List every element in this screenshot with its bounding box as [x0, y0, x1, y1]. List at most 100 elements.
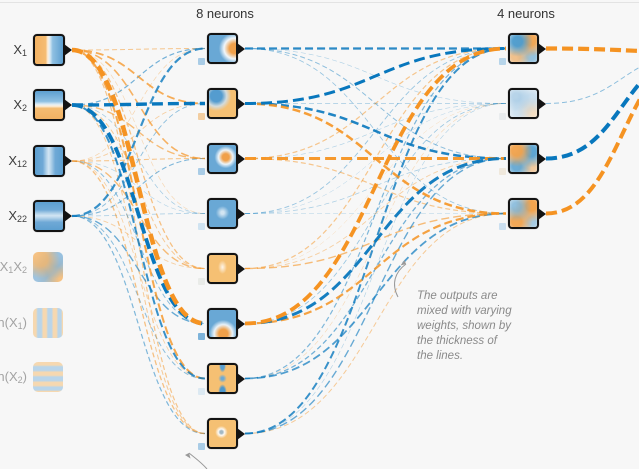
- hidden1-neuron-3[interactable]: [207, 143, 238, 174]
- weight-link: [244, 158, 507, 269]
- weight-link: [71, 160, 206, 324]
- hidden1-neuron-4[interactable]: [207, 198, 238, 229]
- weight-link: [71, 49, 206, 214]
- hidden-layer1-header: 8 neurons: [196, 6, 254, 21]
- weight-link: [545, 46, 639, 54]
- annotation-line: The outputs are: [417, 290, 498, 302]
- weight-link: [71, 215, 206, 435]
- weight-link: [244, 157, 507, 215]
- top-divider: [0, 2, 639, 3]
- weight-link: [244, 47, 507, 105]
- label-text: X: [13, 42, 22, 57]
- weight-link: [244, 47, 507, 160]
- label-subscript: 1: [21, 48, 27, 58]
- label-text: ): [22, 315, 27, 330]
- label-text: X: [0, 259, 9, 274]
- weight-link: [244, 158, 507, 214]
- hidden2-neuron-2[interactable]: [508, 88, 539, 119]
- label-text: sin(X: [0, 369, 18, 384]
- weight-link: [71, 104, 206, 380]
- label-subscript: 2: [21, 265, 27, 275]
- weight-link: [244, 103, 507, 434]
- bias-square[interactable]: [198, 223, 205, 230]
- hidden1-neuron-1[interactable]: [207, 33, 238, 64]
- label-text: X: [8, 153, 17, 168]
- annotation-line: the lines.: [417, 350, 464, 362]
- weight-link: [244, 46, 507, 326]
- bias-square[interactable]: [198, 58, 205, 65]
- label-text: X: [13, 259, 22, 274]
- bias-square[interactable]: [198, 333, 205, 340]
- label-subscript: 12: [16, 159, 27, 169]
- hidden1-neuron-8[interactable]: [207, 418, 238, 449]
- bias-square[interactable]: [198, 113, 205, 120]
- weight-link: [244, 212, 507, 325]
- input-node-sinx1[interactable]: [33, 308, 63, 338]
- hidden-layer2-header: 4 neurons: [497, 6, 555, 21]
- input-label-x1sq: X12: [0, 153, 27, 169]
- hidden1-neuron-5[interactable]: [207, 253, 238, 284]
- weight-link: [244, 212, 507, 380]
- input-label-x1: X1: [0, 42, 27, 58]
- input-node-sinx2[interactable]: [33, 362, 63, 392]
- weight-link: [244, 157, 507, 435]
- bias-square[interactable]: [499, 113, 506, 120]
- weight-link: [244, 103, 507, 324]
- weight-link: [71, 160, 206, 379]
- input-label-sinx1: sin(X1): [0, 315, 27, 331]
- input-label-x1x2: X1X2: [0, 259, 27, 275]
- label-subscript: 1: [8, 265, 14, 275]
- weight-link: [545, 67, 639, 104]
- bias-square[interactable]: [198, 168, 205, 175]
- bias-square[interactable]: [198, 443, 205, 450]
- hidden2-neuron-4[interactable]: [508, 198, 539, 229]
- label-subscript: 2: [21, 103, 27, 113]
- annotation-text: The outputs are mixed with varying weigh…: [417, 289, 535, 364]
- weight-link: [71, 215, 206, 379]
- annotation-line: weights, shown by: [417, 320, 511, 332]
- bias-square[interactable]: [499, 168, 506, 175]
- input-label-x2sq: X22: [0, 208, 27, 224]
- label-subscript: 2: [17, 375, 23, 385]
- label-text: X: [13, 97, 22, 112]
- label-text: sin(X: [0, 315, 18, 330]
- weight-link: [545, 96, 639, 216]
- input-node-x1[interactable]: [33, 34, 65, 66]
- label-text: ): [22, 369, 27, 384]
- weight-link: [244, 213, 507, 434]
- weight-link: [244, 102, 507, 160]
- annotation-line: the thickness of: [417, 335, 497, 347]
- weight-link: [244, 47, 507, 380]
- weight-link: [71, 49, 206, 105]
- input-node-x2[interactable]: [33, 89, 65, 121]
- hidden1-neuron-6[interactable]: [207, 308, 238, 339]
- weight-link: [244, 103, 507, 159]
- hidden1-neuron-7[interactable]: [207, 363, 238, 394]
- bias-square[interactable]: [499, 58, 506, 65]
- hidden1-neuron-2[interactable]: [207, 88, 238, 119]
- weight-link: [71, 157, 206, 162]
- weight-link: [71, 101, 206, 107]
- weight-link: [71, 160, 206, 435]
- annotation-arrow: [394, 260, 407, 298]
- input-label-sinx2: sin(X2): [0, 369, 27, 385]
- weight-link: [71, 47, 206, 218]
- hidden2-neuron-1[interactable]: [508, 33, 539, 64]
- input-node-x1x2[interactable]: [33, 252, 63, 282]
- bias-square[interactable]: [198, 388, 205, 395]
- weight-link: [71, 47, 206, 326]
- hidden2-neuron-3[interactable]: [508, 143, 539, 174]
- annotation-arrow: [185, 452, 208, 469]
- bias-square[interactable]: [198, 278, 205, 285]
- weight-link: [244, 157, 507, 325]
- annotation-line: mixed with varying: [417, 305, 512, 317]
- input-node-x2sq[interactable]: [33, 200, 65, 232]
- input-node-x1sq[interactable]: [33, 145, 65, 177]
- label-subscript: 22: [16, 214, 27, 224]
- weight-link: [71, 215, 206, 325]
- label-text: X: [8, 208, 17, 223]
- bias-square[interactable]: [499, 223, 506, 230]
- label-subscript: 1: [17, 321, 23, 331]
- input-label-x2: X2: [0, 97, 27, 113]
